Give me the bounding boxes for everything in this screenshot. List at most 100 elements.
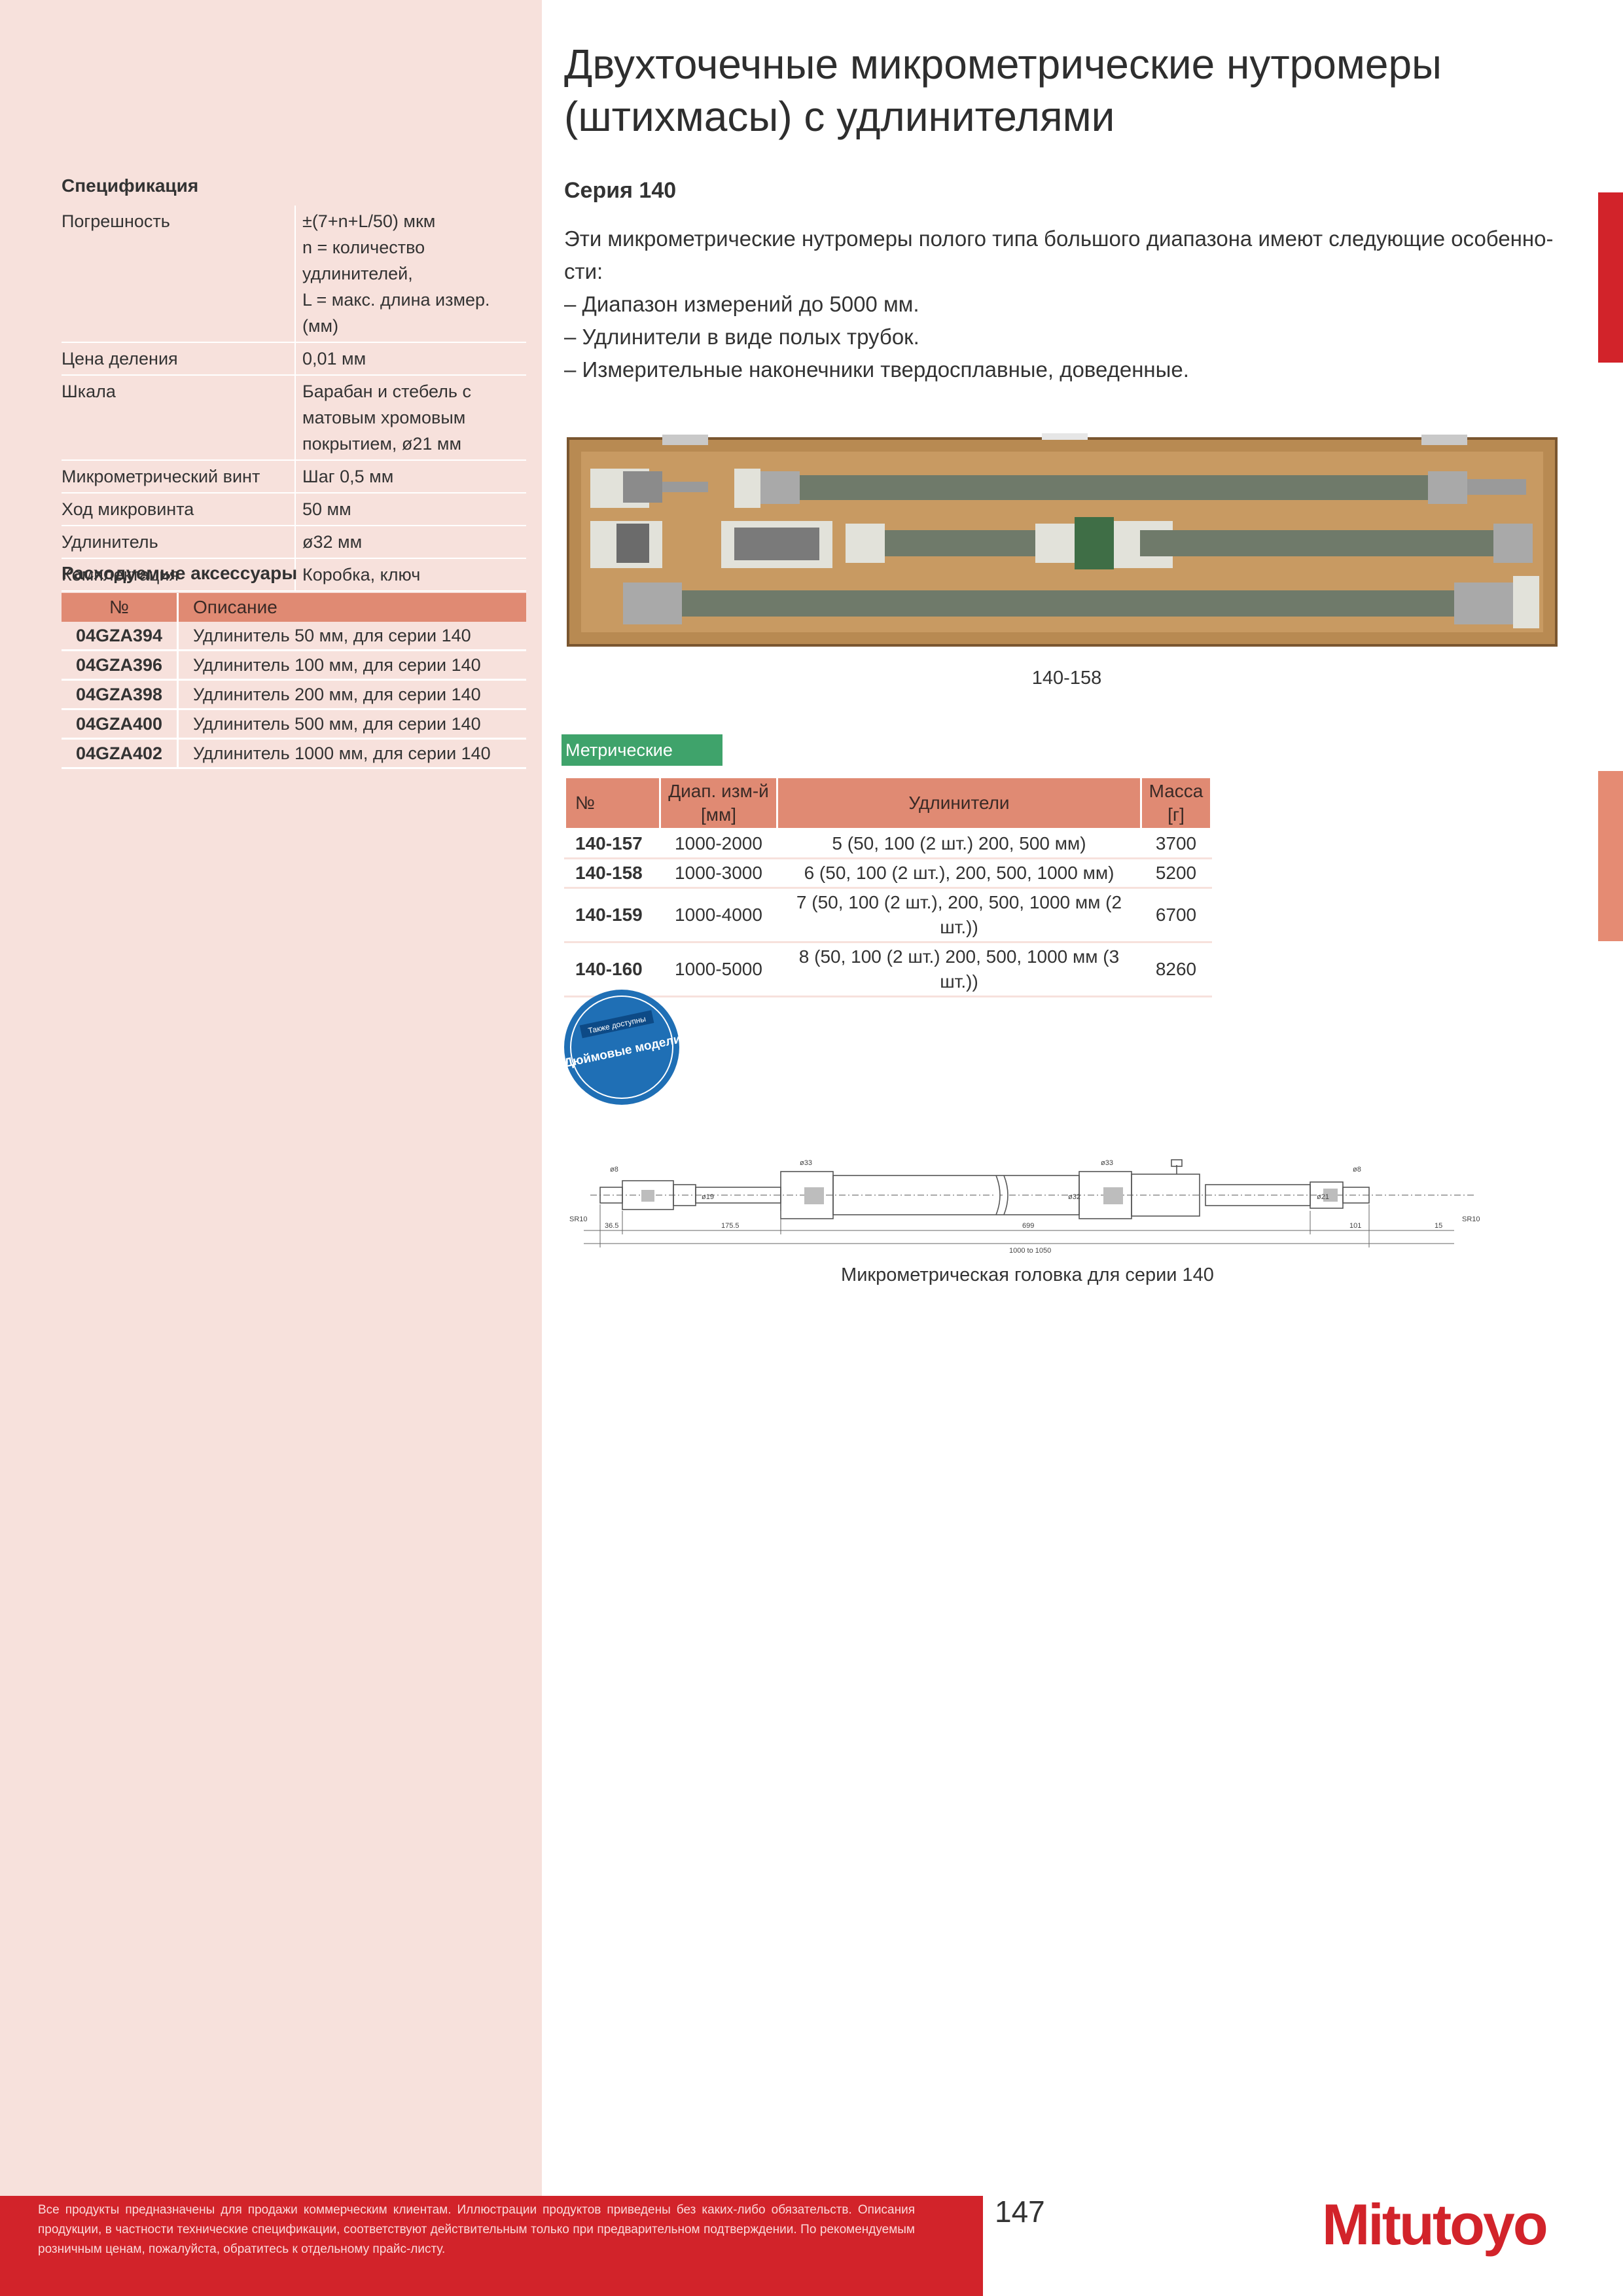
photo-caption: 140-158	[1031, 668, 1102, 689]
accessory-desc: Удлинитель 500 мм, для серии 140	[193, 714, 481, 734]
spec-row: Цена деления 0,01 мм	[62, 343, 526, 376]
dim-101: 101	[1349, 1222, 1361, 1230]
page-title: Двухточечные микрометрические нутромеры …	[564, 41, 1442, 140]
spec-value: Шаг 0,5 мм	[294, 461, 526, 492]
metric-table-header: № Диап. изм-й [мм] Удлинители Масса [г]	[564, 776, 1212, 830]
specification-title: Спецификация	[62, 175, 199, 196]
accessories-header: № Описание	[62, 593, 526, 622]
dim-d33-b: ø33	[1101, 1159, 1113, 1167]
footer-note: Все продукты предназначены для продажи к…	[38, 2203, 915, 2256]
inch-models-badge: Также доступны Дюймовые модели	[563, 990, 681, 1105]
col-no: №	[564, 776, 661, 830]
dim-d33-a: ø33	[800, 1159, 812, 1167]
spec-value: Барабан и стебель с матовым хромовым пок…	[294, 376, 526, 459]
series-label: Серия 140	[564, 178, 677, 203]
cell-extensions: 5 (50, 100 (2 шт.) 200, 500 мм)	[776, 828, 1142, 859]
dimension-drawing: ø8 ø33 ø33 ø8 ø19 ø32 ø21 SR10 SR10 36.5…	[569, 1159, 1480, 1255]
brand-logo: Mitutoyo	[1322, 2192, 1548, 2257]
sidebar	[0, 0, 542, 2196]
dim-d32: ø32	[1068, 1193, 1080, 1201]
description: Эти микрометрические нутромеры полого ти…	[564, 223, 1565, 386]
section-tab-red	[1598, 192, 1623, 363]
accessory-no: 04GZA396	[62, 651, 179, 679]
spec-key: Ход микровинта	[62, 499, 194, 519]
accessory-desc: Удлинитель 100 мм, для серии 140	[193, 655, 481, 675]
spec-value: 50 мм	[294, 493, 526, 525]
cell-model-no: 140-160	[564, 941, 661, 997]
spec-value: ø32 мм	[294, 526, 526, 558]
spec-key: Цена деления	[62, 349, 178, 368]
cell-mass: 5200	[1140, 857, 1212, 889]
description-intro: Эти микрометрические нутромеры полого ти…	[564, 226, 1554, 283]
specification-table: Погрешность ±(7+n+L/50) мкм n = количеств…	[62, 206, 526, 592]
accessories-header-no: №	[62, 593, 179, 622]
page-number: 147	[995, 2195, 1045, 2229]
cell-model-no: 140-159	[564, 887, 661, 943]
spec-key: Шкала	[62, 382, 116, 401]
spec-value: 0,01 мм	[294, 343, 526, 374]
dim-d8-left: ø8	[610, 1166, 618, 1174]
cell-range: 1000-3000	[659, 857, 778, 889]
accessory-row: 04GZA400 Удлинитель 500 мм, для серии 140	[62, 710, 526, 740]
spec-key: Удлинитель	[62, 532, 158, 552]
cell-extensions: 7 (50, 100 (2 шт.), 200, 500, 1000 мм (2…	[776, 887, 1142, 943]
product-photo	[567, 433, 1558, 647]
footer-band	[0, 2196, 983, 2296]
spec-key: Микрометрический винт	[62, 467, 260, 486]
metric-table: № Диап. изм-й [мм] Удлинители Масса [г] …	[564, 776, 1212, 997]
cell-range: 1000-2000	[659, 828, 778, 859]
dim-sr-right: SR10	[1462, 1215, 1480, 1223]
dim-d19: ø19	[702, 1193, 714, 1201]
accessories-title: Расходуемые аксессуары	[62, 563, 298, 583]
accessory-row: 04GZA402 Удлинитель 1000 мм, для серии 14…	[62, 740, 526, 769]
dim-total: 1000 to 1050	[1009, 1247, 1051, 1255]
drawing-caption: Микрометрическая головка для серии 140	[841, 1265, 1214, 1285]
spec-row: Удлинитель ø32 мм	[62, 526, 526, 559]
dim-36-5: 36.5	[605, 1222, 618, 1230]
accessory-row: 04GZA396 Удлинитель 100 мм, для серии 140	[62, 651, 526, 681]
cell-extensions: 8 (50, 100 (2 шт.) 200, 500, 1000 мм (3 …	[776, 941, 1142, 997]
accessory-no: 04GZA402	[62, 740, 179, 767]
dim-d21: ø21	[1317, 1193, 1329, 1201]
accessories-section: Расходуемые аксессуары № Описание 04GZA3…	[62, 563, 526, 769]
spec-row: Шкала Барабан и стебель с матовым хромовы…	[62, 376, 526, 461]
cell-mass: 8260	[1140, 941, 1212, 997]
cell-range: 1000-4000	[659, 887, 778, 943]
dim-sr-left: SR10	[569, 1215, 588, 1223]
cell-mass: 3700	[1140, 828, 1212, 859]
description-bullet: – Диапазон измерений до 5000 мм.	[564, 292, 919, 316]
metric-label: Метрические	[562, 734, 722, 766]
accessory-desc: Удлинитель 1000 мм, для серии 140	[193, 744, 491, 763]
dim-699: 699	[1022, 1222, 1034, 1230]
spec-value: Коробка, ключ	[294, 559, 526, 590]
section-tab-salmon	[1598, 771, 1623, 941]
col-mass: Масса [г]	[1140, 776, 1212, 830]
accessory-no: 04GZA394	[62, 622, 179, 649]
spec-value: ±(7+n+L/50) мкм n = количество удлинител…	[294, 206, 526, 342]
cell-extensions: 6 (50, 100 (2 шт.), 200, 500, 1000 мм)	[776, 857, 1142, 889]
accessory-no: 04GZA400	[62, 710, 179, 738]
description-bullet: – Удлинители в виде полых трубок.	[564, 325, 919, 349]
col-range: Диап. изм-й [мм]	[659, 776, 778, 830]
spec-key: Погрешность	[62, 211, 170, 231]
cell-model-no: 140-158	[564, 857, 661, 889]
accessories-header-desc: Описание	[193, 597, 277, 617]
dim-d8-right: ø8	[1353, 1166, 1361, 1174]
cell-mass: 6700	[1140, 887, 1212, 943]
col-extensions: Удлинители	[776, 776, 1142, 830]
spec-row: Микрометрический винт Шаг 0,5 мм	[62, 461, 526, 493]
dim-175-5: 175.5	[721, 1222, 740, 1230]
spec-row: Погрешность ±(7+n+L/50) мкм n = количеств…	[62, 206, 526, 343]
cell-model-no: 140-157	[564, 828, 661, 859]
spec-row: Ход микровинта 50 мм	[62, 493, 526, 526]
accessory-no: 04GZA398	[62, 681, 179, 708]
description-bullet: – Измерительные наконечники твердосплавн…	[564, 357, 1189, 382]
